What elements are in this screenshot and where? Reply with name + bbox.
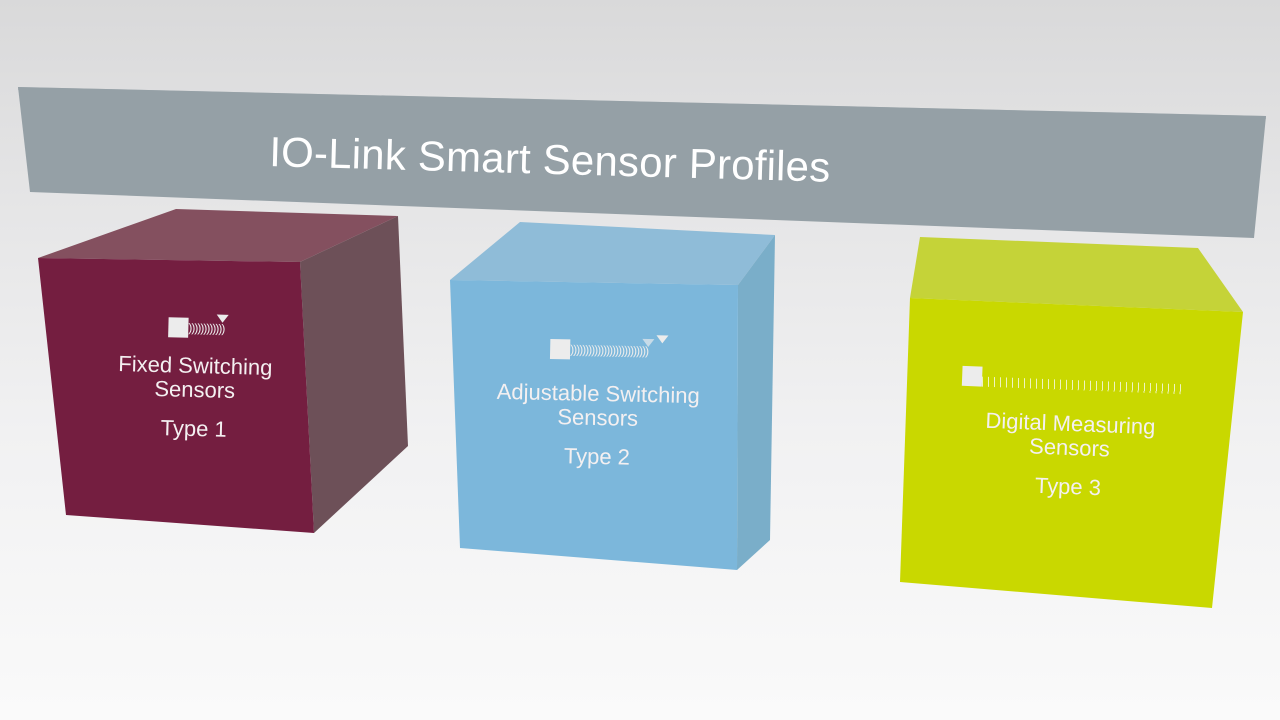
adjustable-switch-signal-icon: )))))))))))))))))))))))))) [550, 335, 669, 361]
cube-2-type: Type 2 [563, 443, 631, 470]
cube-3-content: Digital Measuring Sensors Type 3 [943, 365, 1198, 505]
cube-1-label-line2: Sensors [154, 375, 236, 404]
cube-2-content: )))))))))))))))))))))))))) Adjustable Sw… [467, 335, 730, 472]
fixed-switch-signal-icon: )))))))))))) [168, 314, 229, 338]
cube-1-content: )))))))))))) Fixed Switching Sensors Typ… [68, 314, 321, 446]
